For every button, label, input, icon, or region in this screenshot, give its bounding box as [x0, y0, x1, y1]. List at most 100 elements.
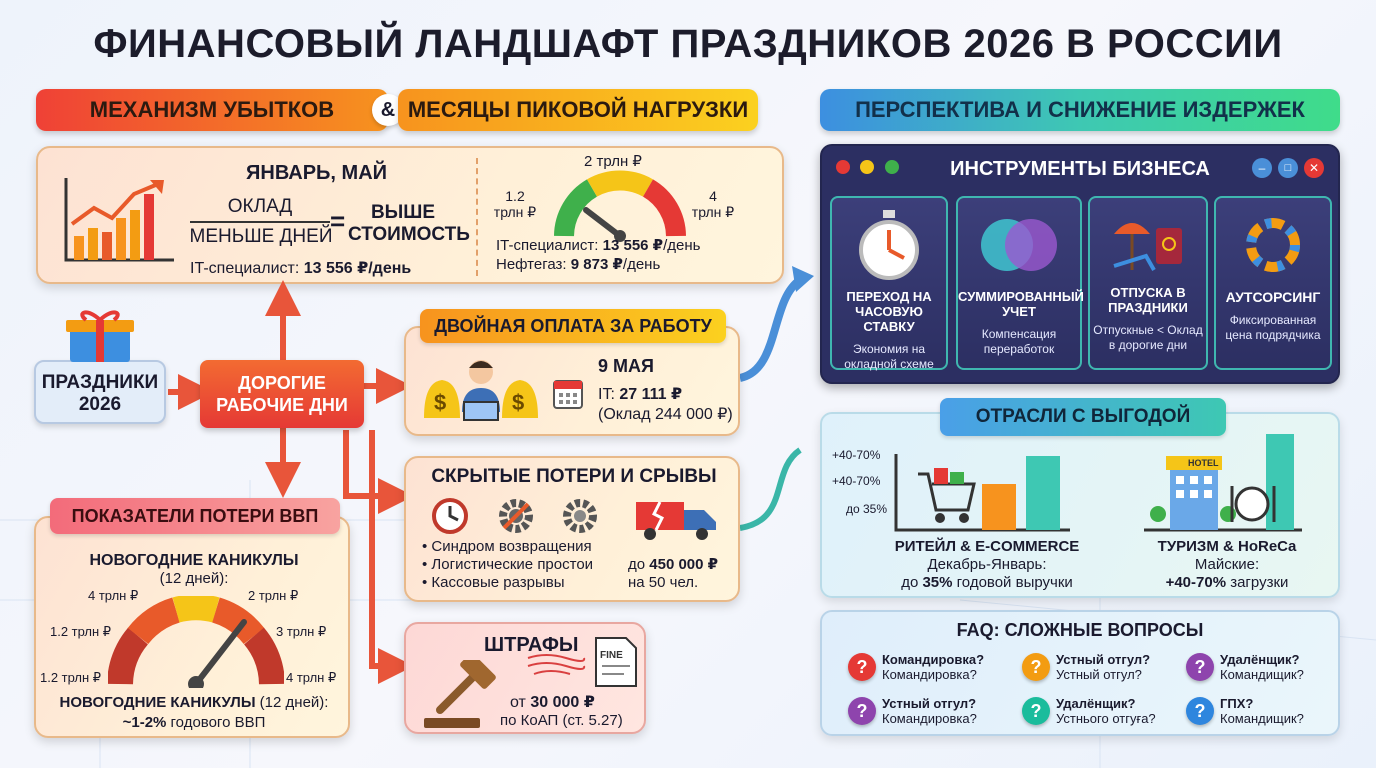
faq-item[interactable]: ? Командировка?Командировка?: [848, 652, 984, 682]
mechanism-card: ЯНВАРЬ, МАЙ ОКЛАД МЕНЬШЕ ДНЕЙ = ВЫШЕ СТО…: [36, 146, 784, 284]
peak-months-banner-label: МЕСЯЦЫ ПИКОВОЙ НАГРУЗКИ: [407, 97, 749, 122]
faq-header: FAQ: СЛОЖНЫЕ ВОПРОСЫ: [956, 620, 1204, 640]
double-pay-salary: (Оклад 244 000 ₽): [598, 406, 733, 423]
fines-header: ШТРАФЫ: [484, 634, 579, 656]
question-icon: ?: [848, 653, 876, 681]
faq-item[interactable]: ? Удалёнщик?Устнього отгуға?: [1022, 696, 1156, 726]
retail-tick: до 35%: [846, 502, 888, 516]
gdp-card: НОВОГОДНИЕ КАНИКУЛЫ (12 дней): 1.2 трлн …: [34, 516, 350, 738]
page-title: ФИНАНСОВЫЙ ЛАНДШАФТ ПРАЗДНИКОВ 2026 В РО…: [93, 22, 1283, 66]
rates-block: IT-специалист: 13 556 ₽/день Нефтегаз: 9…: [496, 237, 701, 273]
losses-icons: [432, 498, 597, 534]
question-icon: ?: [848, 697, 876, 725]
faq-item[interactable]: ? Удалёнщик?Командищик?: [1186, 652, 1304, 682]
worker-with-money-icon: $ $: [424, 360, 538, 421]
gdp-footer: НОВОГОДНИЕ КАНИКУЛЫ (12 дней):: [59, 694, 329, 711]
perspective-banner: ПЕРСПЕКТИВА И СНИЖЕНИЕ ИЗДЕРЖЕК: [820, 89, 1340, 131]
gdp-header: ПОКАЗАТЕЛИ ПОТЕРИ ВВП: [50, 498, 340, 534]
window-controls: – □ ✕: [1252, 158, 1324, 178]
fines-law: по КоАП (ст. 5.27): [500, 712, 623, 729]
fraction-bar: [190, 221, 330, 223]
question-icon: ?: [1186, 653, 1214, 681]
mechanism-banner: МЕХАНИЗМ УБЫТКОВ: [36, 89, 388, 131]
hands-circle-icon: [1246, 218, 1300, 272]
question-icon: ?: [1022, 653, 1050, 681]
tool-outsourcing: АУТСОРСИНГ Фиксированная цена подрядчика: [1214, 196, 1332, 370]
scribble-icon: [527, 654, 586, 675]
hidden-losses-header: СКРЫТЫЕ ПОТЕРИ И СРЫВЫ: [431, 466, 717, 487]
gdp-label: 4 трлн ₽: [88, 588, 139, 603]
calendar-icon: [553, 380, 583, 409]
double-pay-it: IT: 27 111 ₽: [598, 386, 683, 403]
window-dots: [836, 160, 899, 179]
minimize-dot-icon: [860, 160, 875, 174]
fines-card: FINE ШТРАФЫ от 30 000 ₽ по КоАП (ст. 5.2…: [404, 622, 646, 734]
hidden-losses-card: СКРЫТЫЕ ПОТЕРИ И СРЫВЫ • Синдром возвращ…: [404, 456, 740, 602]
double-pay-date: 9 МАЯ: [598, 356, 654, 376]
gear-wrench-icon: [499, 499, 533, 533]
svg-text:FINE: FINE: [600, 650, 623, 661]
beach-passport-icon: [1113, 223, 1182, 271]
retail-tick: +40-70%: [832, 448, 881, 462]
tool-hourly-rate: ПЕРЕХОД НА ЧАСОВУЮ СТАВКУ Экономия на ок…: [830, 196, 948, 371]
venn-diagram-icon: [981, 219, 1057, 271]
svg-text:$: $: [434, 390, 446, 415]
industries-card: HOTEL +40-70% +40-70% до 35% РИТЕЙЛ & E-…: [820, 412, 1340, 598]
industries-header: ОТРАСЛИ С ВЫГОДОЙ: [940, 398, 1226, 436]
gdp-subtitle: НОВОГОДНИЕ КАНИКУЛЫ: [89, 552, 299, 569]
gdp-label: 4 трлн ₽: [286, 670, 337, 685]
losses-amount: до 450 000 ₽ на 50 чел.: [628, 556, 719, 591]
close-dot-icon: [836, 160, 850, 174]
gdp-label: 3 трлн ₽: [276, 624, 327, 639]
mechanism-banner-label: МЕХАНИЗМ УБЫТКОВ: [89, 97, 335, 122]
cost-gauge: [554, 170, 686, 242]
clock-icon: [432, 498, 468, 534]
minimize-icon[interactable]: –: [1252, 158, 1272, 178]
question-icon: ?: [1022, 697, 1050, 725]
growth-chart-icon: [64, 178, 174, 262]
divider: [476, 158, 478, 276]
gift-icon: [66, 310, 134, 362]
list-item: • Логистические простои: [422, 556, 594, 573]
faq-item[interactable]: ? Устный отгул?Устный отгул?: [1022, 652, 1150, 682]
faq-item[interactable]: ? Устный отгул?Командировка?: [848, 696, 977, 726]
it-rate-left: IT-специалист: 13 556 ₽/день: [190, 260, 412, 277]
retail-caption: РИТЕЙЛ & E-COMMERCE Декабрь-Январь: до 3…: [894, 538, 1080, 591]
gdp-label: 1.2 трлн ₽: [50, 624, 112, 639]
gdp-label: 2 трлн ₽: [248, 588, 299, 603]
svg-text:$: $: [512, 390, 524, 415]
fines-amount: от 30 000 ₽: [510, 694, 595, 711]
gavel-icon: [424, 660, 496, 728]
maximize-icon[interactable]: □: [1278, 158, 1298, 178]
gdp-gauge: [108, 596, 284, 688]
faq-card: FAQ: СЛОЖНЫЕ ВОПРОСЫ ? Командировка?Кома…: [820, 610, 1340, 736]
retail-tick: +40-70%: [832, 474, 881, 488]
maximize-dot-icon: [884, 160, 899, 174]
list-item: • Кассовые разрывы: [422, 574, 565, 591]
shopping-cart-icon: [918, 468, 976, 523]
double-pay-header: ДВОЙНАЯ ОПЛАТА ЗА РАБОТУ: [420, 309, 726, 343]
industries-bars: [894, 434, 1302, 532]
gauge-top-label: 2 трлн ₽: [584, 153, 642, 170]
result-label: ВЫШЕ СТОИМОСТЬ: [348, 202, 470, 245]
gdp-label: 1.2 трлн ₽: [40, 670, 102, 685]
plate-icon: [1230, 486, 1276, 522]
peak-months-banner: МЕСЯЦЫ ПИКОВОЙ НАГРУЗКИ: [398, 89, 758, 131]
gdp-subtitle-days: (12 дней):: [159, 570, 229, 587]
fine-document-icon: FINE: [595, 637, 637, 687]
close-icon[interactable]: ✕: [1304, 158, 1324, 178]
list-item: • Синдром возвращения: [422, 538, 592, 555]
tool-holiday-vacations: ОТПУСКА В ПРАЗДНИКИ Отпускные < Оклад в …: [1088, 196, 1208, 370]
losses-list: • Синдром возвращения • Логистические пр…: [422, 538, 593, 592]
hotel-sign: HOTEL: [1188, 458, 1219, 468]
faq-item[interactable]: ? ГПХ?Командищик?: [1186, 696, 1304, 726]
months-label: ЯНВАРЬ, МАЙ: [246, 162, 388, 184]
stopwatch-icon: [859, 210, 919, 280]
gdp-footer-percent: ~1-2% годового ВВП: [122, 714, 266, 731]
broken-truck-icon: [636, 501, 716, 540]
tools-header: ИНСТРУМЕНТЫ БИЗНЕСА: [950, 158, 1210, 180]
equals-sign: =: [330, 206, 346, 236]
